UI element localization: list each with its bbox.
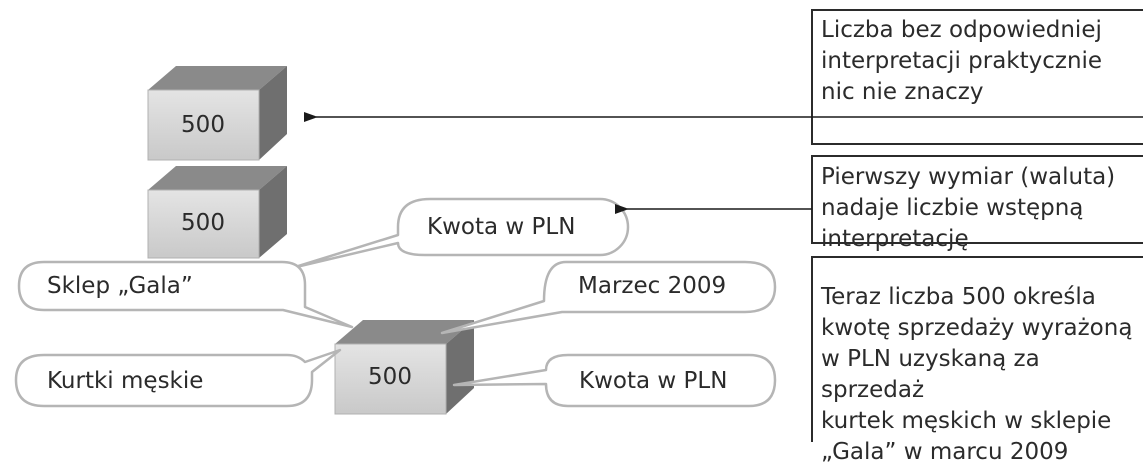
note-box-middle xyxy=(811,155,1143,244)
cube-middle xyxy=(147,166,287,259)
note-text-bottom: Teraz liczba 500 określa kwotę sprzedaży… xyxy=(821,284,1133,465)
note-box-top xyxy=(811,9,1143,145)
diagram: 500 500 500 Kwota w PLN Sklep „Gala” Kur… xyxy=(14,9,1143,465)
note-text-middle: Pierwszy wymiar (waluta) nadaje liczbie … xyxy=(821,164,1116,252)
note-text-top: Liczba bez odpowiedniej interpretacji pr… xyxy=(821,17,1103,105)
cube-value-middle: 500 xyxy=(181,210,225,236)
bubble-kwota-mid xyxy=(290,197,630,270)
cube-top xyxy=(147,66,287,161)
bubble-kwota-bottom xyxy=(452,353,777,408)
cube-value-top: 500 xyxy=(181,112,225,138)
bubble-label-kwota-bottom: Kwota w PLN xyxy=(579,368,728,394)
bubble-label-kurtki: Kurtki męskie xyxy=(47,368,204,394)
diagram-graphics xyxy=(14,9,1143,442)
cube-value-bottom: 500 xyxy=(368,364,412,390)
bubble-kurtki xyxy=(14,348,342,408)
bubble-label-marzec: Marzec 2009 xyxy=(578,273,727,299)
note-box-bottom xyxy=(811,256,1143,442)
bubble-marzec xyxy=(440,260,777,335)
bubble-sklep xyxy=(17,260,354,329)
bubble-label-sklep: Sklep „Gala” xyxy=(47,273,193,299)
bubble-label-kwota-mid: Kwota w PLN xyxy=(427,214,576,240)
cube-bottom xyxy=(334,320,474,415)
